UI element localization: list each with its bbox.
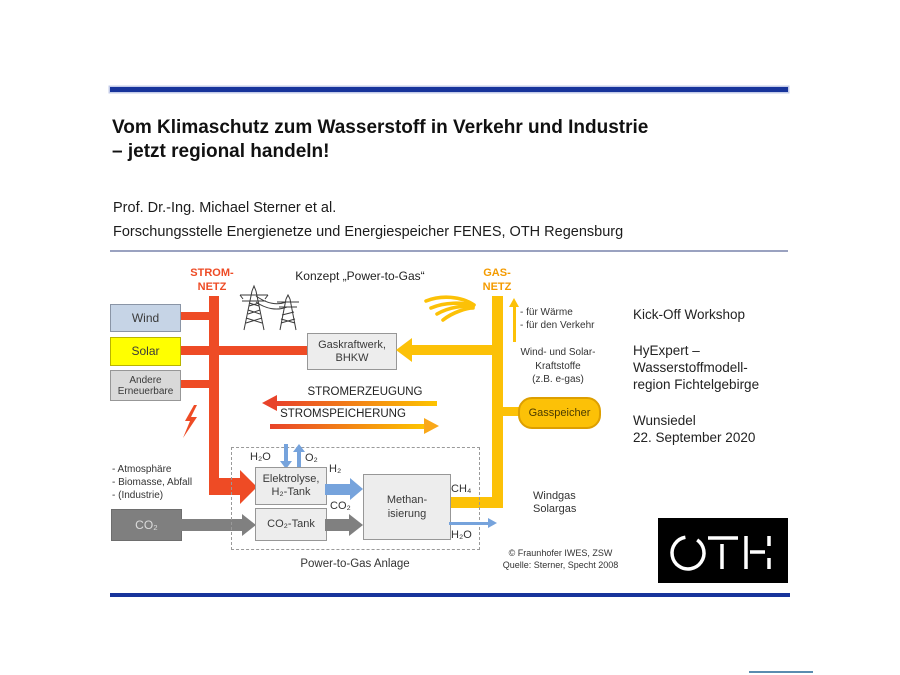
methanisierung-box: Methan- isierung	[363, 474, 451, 540]
elektrolyse-box: Elektrolyse, H₂-Tank	[255, 467, 327, 505]
source-credit: © Fraunhofer IWES, ZSW Quelle: Sterner, …	[502, 548, 619, 570]
co2-tank-box: CO₂-Tank	[255, 508, 327, 541]
h2o-out-label: H₂O	[451, 529, 472, 541]
h2o-out-arrow-body	[449, 522, 488, 525]
bottom-accent-bar	[110, 593, 790, 597]
co2-source-list: - Atmosphäre - Biomasse, Abfall - (Indus…	[112, 464, 193, 501]
co2-flow-label: CO₂	[330, 500, 351, 512]
kraftstoffe-label: Wind- und Solar- Kraftstoffe (z.B. e-gas…	[520, 347, 596, 385]
title-line-1: Vom Klimaschutz zum Wasserstoff in Verke…	[112, 117, 649, 138]
gas-to-gaskraftwerk-arrow-body	[411, 345, 503, 355]
author-name: Prof. Dr.-Ing. Michael Sterner et al.	[113, 200, 337, 216]
stromspeicherung-arrow-body	[270, 424, 424, 429]
strom-to-elektrolyse-arrow-body	[209, 478, 241, 495]
h2o-out-arrow-head	[488, 518, 497, 528]
ptg-anlage-dashed-box	[231, 447, 480, 550]
strom-bus	[209, 296, 219, 495]
gas-use-labels: - für Wärme - für den Verkehr	[520, 307, 595, 331]
o2-label: O₂	[305, 452, 318, 464]
event-project: HyExpert – Wasserstoffmodell- region Fic…	[633, 343, 760, 392]
strom-netz-label: STROM- NETZ	[190, 267, 234, 293]
gasspeicher-box: Gasspeicher	[518, 397, 601, 429]
gas-netz-label: GAS- NETZ	[482, 267, 512, 293]
h2-label: H₂	[329, 463, 342, 475]
strom-to-elektrolyse-arrow-head	[240, 470, 257, 504]
footer-progress-line	[749, 671, 813, 673]
solar-gaskraftwerk-line	[179, 346, 308, 355]
diagram-title: Konzept „Power-to-Gas“	[295, 269, 425, 283]
ch4-label: CH₄	[451, 483, 472, 495]
andere-connector	[179, 380, 209, 388]
h2-arrow-body	[325, 484, 351, 495]
windgas-solargas-label: Windgas Solargas	[533, 490, 577, 515]
stromerzeugung-arrow-head	[262, 395, 277, 411]
stromspeicherung-label: STROMSPEICHERUNG	[280, 408, 406, 420]
gas-to-gaskraftwerk-arrow-head	[396, 338, 412, 362]
andere-erneuerbare-box: Andere Erneuerbare	[110, 370, 181, 401]
gasspeicher-stub	[503, 407, 519, 416]
gas-flame-icon	[424, 295, 476, 322]
gas-use-arrow-body	[513, 306, 516, 342]
ch4-pipe	[448, 497, 503, 508]
author-affiliation: Forschungsstelle Energienetze und Energi…	[113, 224, 624, 240]
author-block: Prof. Dr.-Ing. Michael Sterner et al. Fo…	[113, 196, 623, 244]
o2-out-arrow-head	[293, 444, 305, 452]
page-title: Vom Klimaschutz zum Wasserstoff in Verke…	[112, 116, 648, 164]
h2o-in-label: H₂O	[250, 451, 271, 463]
h2o-in-arrow-body	[284, 444, 288, 461]
h2-arrow-head	[350, 478, 363, 500]
ptg-anlage-label: Power-to-Gas Anlage	[300, 558, 410, 570]
co2-source-box: CO₂	[111, 509, 182, 541]
title-line-2: – jetzt regional handeln!	[112, 141, 330, 162]
stromerzeugung-arrow-body	[277, 401, 437, 406]
wind-connector	[179, 312, 209, 320]
event-workshop: Kick-Off Workshop	[633, 307, 746, 322]
header-divider-line	[110, 250, 788, 252]
gas-bus	[492, 296, 503, 508]
co2-arrow-body	[325, 519, 349, 531]
co2-arrow-head	[349, 514, 363, 536]
o2-out-arrow-body	[297, 452, 301, 467]
solar-box: Solar	[110, 337, 181, 366]
gaskraftwerk-box: Gaskraftwerk, BHKW	[307, 333, 397, 370]
co2-source-arrow-body	[180, 519, 242, 531]
gas-use-arrow-head	[509, 298, 519, 307]
oth-logo	[658, 518, 788, 583]
stromerzeugung-label: STROMERZEUGUNG	[307, 386, 423, 398]
co2-source-arrow-head	[242, 514, 256, 536]
wind-box: Wind	[110, 304, 181, 332]
power-pylon-icon	[239, 284, 299, 331]
stromspeicherung-arrow-head	[424, 418, 439, 434]
top-accent-bar	[110, 87, 788, 92]
h2o-in-arrow-head	[280, 461, 292, 469]
lightning-icon	[183, 405, 197, 438]
event-location-date: Wunsiedel 22. September 2020	[633, 413, 756, 445]
